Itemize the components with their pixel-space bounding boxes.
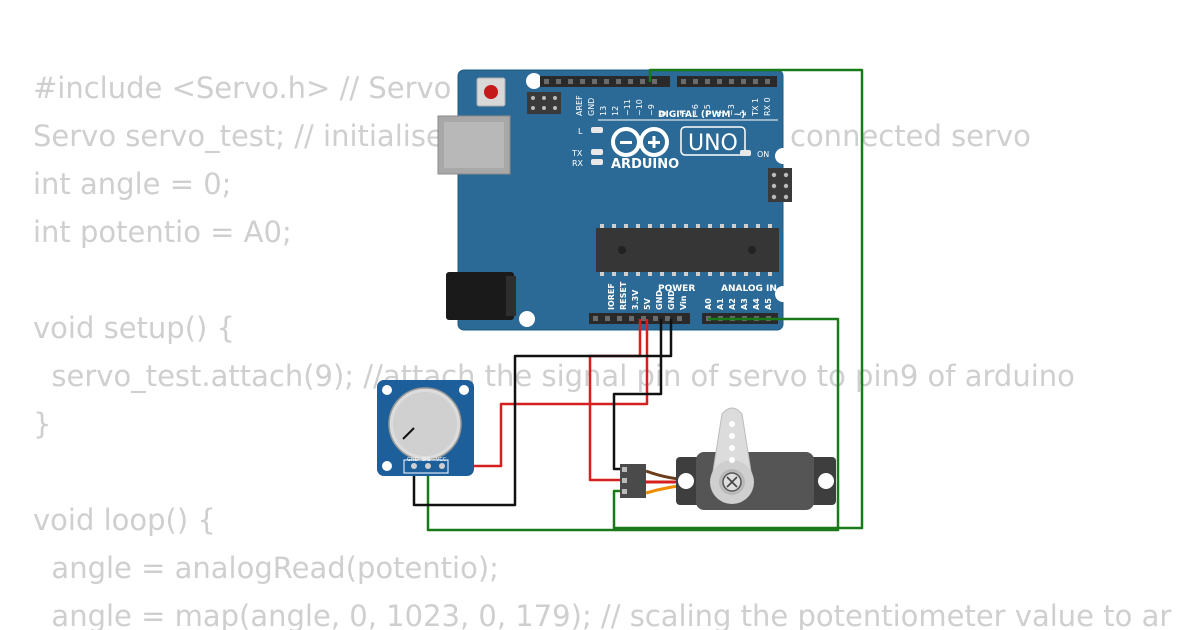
pin-label: 7 [679,111,688,116]
mount-hole [775,286,791,302]
potentiometer-pin-labels: GND SIG VCC [407,457,447,463]
status-leds: L TX RX [571,127,603,168]
code-line: angle = analogRead(potentio); [33,551,499,585]
pin-label: RX 0 [763,97,772,116]
pin-label: A2 [728,298,737,310]
wires [412,68,864,532]
arduino-logo [611,127,669,157]
analog-header-label: ANALOG IN [721,284,777,294]
pin-label: ~6 [691,104,700,116]
digital-header [540,76,777,87]
led-label-rx: RX [572,159,584,168]
pin-label: GND [407,457,419,463]
reset-button[interactable] [476,77,506,107]
pin-label: GND [587,98,596,116]
code-line: void setup() { [33,311,235,345]
on-label: ON [757,150,769,159]
mount-hole [775,148,791,164]
pin-label: A1 [716,298,725,310]
icsp-header [527,92,561,114]
pin-label: SIG [422,457,431,463]
arduino-board[interactable]: AREF GND 13 12 ~11 ~10 ~9 8 7 ~6 ~5 4 ~3… [437,69,792,331]
pin-label: 2 [739,111,748,116]
digital-header-label: DIGITAL (PWM ~) [658,110,745,120]
wire-gnd-pot-black[interactable] [412,319,673,507]
digital-pin-labels: AREF GND 13 12 ~11 ~10 ~9 8 7 ~6 ~5 4 ~3… [575,95,772,117]
wire-signal-green[interactable] [612,68,864,530]
pin-label: ~5 [703,104,712,116]
code-line: int angle = 0; [33,167,232,201]
power-pin-labels: IOREF RESET 3.3V 5V GND GND Vin [607,281,688,310]
pin-label: GND [655,290,664,310]
pin-label: RESET [619,281,628,310]
code-line: } [33,407,52,441]
potentiometer-module[interactable]: GND SIG VCC [377,380,474,476]
led-label-tx: TX [571,149,583,158]
code-line: Servo servo_test; // initialise [33,119,444,153]
knob-indicator [402,427,415,440]
code-line: int potentio = A0; [33,215,292,249]
pin-label: Vin [679,295,688,310]
code-line: angle = map(angle, 0, 1023, 0, 179); // … [33,599,1172,630]
pin-label: 12 [611,106,620,116]
code-line: servo_test.attach(9); //attach the signa… [33,359,1075,393]
pin-label: ~9 [647,104,656,116]
on-led [740,150,751,156]
pin-label: ~10 [635,99,644,116]
wire-analog-green[interactable] [426,317,840,532]
mount-hole [526,73,542,89]
board-brand: ARDUINO [611,157,679,172]
wire-gnd-servo-black[interactable] [612,319,663,471]
pin-label: TX 1 [751,98,760,117]
mount-hole [519,311,535,327]
pin-label: 5V [643,297,652,310]
led-label-l: L [578,127,583,136]
board-model: UNO [688,131,738,156]
power-jack [446,272,516,320]
pin-label: GND [667,290,676,310]
pin-label: 4 [715,111,724,116]
servo-motor[interactable] [620,407,836,510]
wire-vcc-pot-red[interactable] [442,319,649,468]
pin-label: 3.3V [631,289,640,310]
pin-label: A5 [764,298,773,310]
code-line: void loop() { [33,503,216,537]
pin-label: 8 [659,111,668,116]
code-line-fragment: connected servo [790,119,1031,153]
pin-label: 13 [599,106,608,116]
pin-label: A0 [704,298,713,310]
analog-pin-labels: A0 A1 A2 A3 A4 A5 [704,298,773,310]
pin-label: VCC [436,457,447,463]
pin-label: ~11 [623,99,632,116]
power-header [589,313,690,324]
usb-connector [437,115,511,175]
microcontroller-chip [596,224,779,276]
pin-label: AREF [575,95,584,116]
code-line: #include <Servo.h> // Servo [33,71,452,105]
pin-label: IOREF [607,283,616,310]
icsp-header-right [768,168,792,202]
pin-label: A4 [752,298,761,310]
pin-label: ~3 [727,104,736,116]
pin-label: A3 [740,298,749,310]
power-header-label: POWER [658,284,695,294]
